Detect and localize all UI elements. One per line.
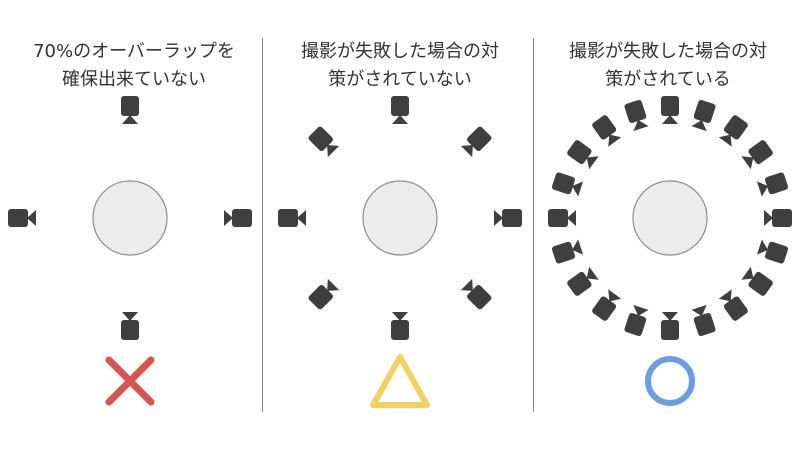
camera-icon [624, 99, 649, 132]
triangle-mark-icon [370, 354, 430, 408]
camera-icon [548, 209, 576, 227]
camera-icon [121, 96, 139, 124]
camera-icon [741, 140, 773, 170]
panel-1 [8, 96, 252, 406]
camera-icon [592, 115, 622, 147]
camera-icon [460, 126, 492, 158]
camera-icon [718, 115, 748, 147]
camera-icon [278, 209, 306, 227]
camera-icon [718, 289, 748, 321]
camera-icon [756, 172, 789, 197]
circle-mark-icon [645, 356, 695, 406]
camera-icon [551, 172, 584, 197]
panel-1-title: 70%のオーバーラップを 確保出来ていない [33, 41, 235, 90]
camera-icon [661, 96, 679, 124]
camera-icon [224, 209, 252, 227]
panel-3 [548, 96, 792, 406]
camera-icon [567, 140, 599, 170]
camera-icon [8, 209, 36, 227]
camera-icon [391, 312, 409, 340]
camera-icon [741, 266, 773, 296]
panel-2-title: 撮影が失敗した場合の対 策がされていない [301, 41, 499, 90]
camera-icon [460, 278, 492, 310]
camera-icon [764, 209, 792, 227]
divider-right [533, 38, 534, 412]
subject-circle [632, 180, 708, 256]
camera-icon [494, 209, 522, 227]
camera-icon [308, 126, 340, 158]
camera-icon [308, 278, 340, 310]
camera-icon [551, 239, 584, 264]
camera-icon [624, 304, 649, 337]
panel-3-title: 撮影が失敗した場合の対 策がされている [569, 41, 767, 90]
subject-circle [92, 180, 168, 256]
camera-icon [391, 96, 409, 124]
divider-left [262, 38, 263, 412]
camera-icon [691, 304, 716, 337]
panel-2 [278, 96, 522, 408]
cross-mark-icon [105, 356, 155, 406]
subject-circle [362, 180, 438, 256]
camera-icon [661, 312, 679, 340]
camera-icon [691, 99, 716, 132]
camera-icon [756, 239, 789, 264]
camera-icon [592, 289, 622, 321]
camera-icon [567, 266, 599, 296]
camera-icon [121, 312, 139, 340]
